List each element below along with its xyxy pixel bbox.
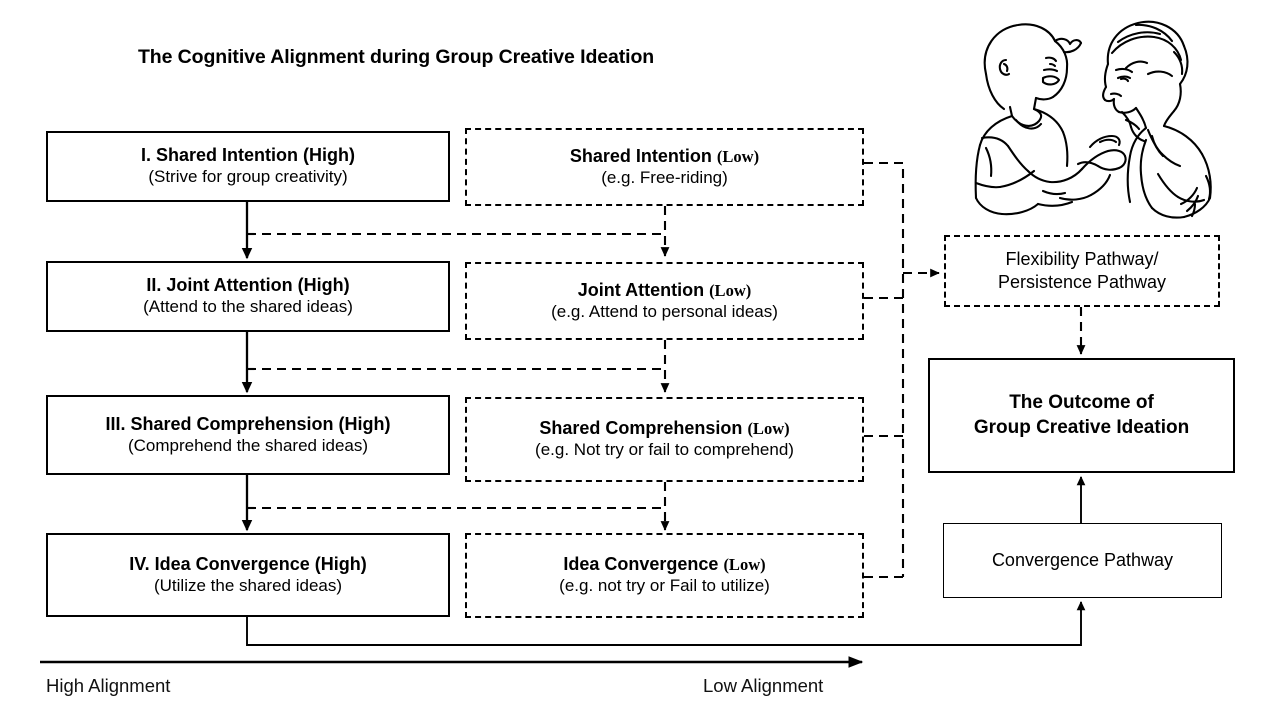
node-heading-main: Shared Intention bbox=[569, 145, 717, 166]
node-joint-attention-low[interactable]: Joint Attention (Low) (e.g. Attend to pe… bbox=[465, 262, 864, 340]
node-heading-qualifier: (Low) bbox=[709, 280, 752, 300]
node-detail: (Attend to the shared ideas) bbox=[143, 297, 353, 317]
node-heading: Idea Convergence (Low) bbox=[563, 554, 765, 576]
node-heading: I. Shared Intention (High) bbox=[141, 145, 355, 166]
node-detail: (e.g. Free-riding) bbox=[601, 167, 728, 187]
node-heading: III. Shared Comprehension (High) bbox=[105, 413, 391, 434]
node-shared-comprehension-high[interactable]: III. Shared Comprehension (High) (Compre… bbox=[46, 395, 450, 475]
two-people-conversing-sketch-icon bbox=[940, 8, 1228, 230]
axis-label-high-alignment: High Alignment bbox=[46, 675, 171, 696]
node-outcome-of-group-creative-ideation[interactable]: The Outcome of Group Creative Ideation bbox=[928, 358, 1235, 473]
node-detail: (e.g. Attend to personal ideas) bbox=[551, 301, 778, 321]
node-shared-intention-high[interactable]: I. Shared Intention (High) (Strive for g… bbox=[46, 131, 450, 202]
node-label: Convergence Pathway bbox=[991, 549, 1174, 570]
node-heading-main: Idea Convergence bbox=[563, 554, 724, 575]
node-idea-convergence-low[interactable]: Idea Convergence (Low) (e.g. not try or … bbox=[465, 533, 864, 618]
node-heading: IV. Idea Convergence (High) bbox=[129, 553, 367, 574]
node-shared-intention-low[interactable]: Shared Intention (Low) (e.g. Free-riding… bbox=[465, 128, 864, 206]
node-heading-qualifier: (Low) bbox=[747, 419, 790, 439]
node-joint-attention-high[interactable]: II. Joint Attention (High) (Attend to th… bbox=[46, 261, 450, 332]
node-detail: (e.g. not try or Fail to utilize) bbox=[559, 576, 770, 596]
node-detail: (Utilize the shared ideas) bbox=[153, 575, 343, 595]
axis-label-low-alignment: Low Alignment bbox=[703, 675, 824, 696]
node-heading: Joint Attention (Low) bbox=[578, 280, 751, 302]
node-heading-main: Shared Comprehension bbox=[539, 418, 748, 439]
node-heading-qualifier: (Low) bbox=[723, 555, 766, 575]
node-heading: II. Joint Attention (High) bbox=[146, 275, 350, 296]
node-line-1: The Outcome of bbox=[1009, 391, 1154, 413]
node-detail: (e.g. Not try or fail to comprehend) bbox=[535, 440, 794, 460]
node-convergence-pathway[interactable]: Convergence Pathway bbox=[943, 523, 1222, 598]
diagram-title: The Cognitive Alignment during Group Cre… bbox=[138, 46, 655, 68]
node-flexibility-persistence-pathway[interactable]: Flexibility Pathway/ Persistence Pathway bbox=[944, 235, 1220, 307]
node-line-1: Flexibility Pathway/ bbox=[1005, 248, 1159, 269]
node-detail: (Strive for group creativity) bbox=[148, 167, 348, 187]
node-heading: Shared Intention (Low) bbox=[570, 146, 759, 168]
node-shared-comprehension-low[interactable]: Shared Comprehension (Low) (e.g. Not try… bbox=[465, 397, 864, 482]
node-heading-main: Joint Attention bbox=[577, 279, 710, 300]
node-heading-qualifier: (Low) bbox=[716, 146, 760, 166]
node-idea-convergence-high[interactable]: IV. Idea Convergence (High) (Utilize the… bbox=[46, 533, 450, 617]
node-heading: Shared Comprehension (Low) bbox=[539, 418, 789, 440]
node-detail: (Comprehend the shared ideas) bbox=[127, 435, 369, 455]
node-line-2: Group Creative Ideation bbox=[973, 416, 1190, 438]
node-line-2: Persistence Pathway bbox=[997, 272, 1167, 292]
